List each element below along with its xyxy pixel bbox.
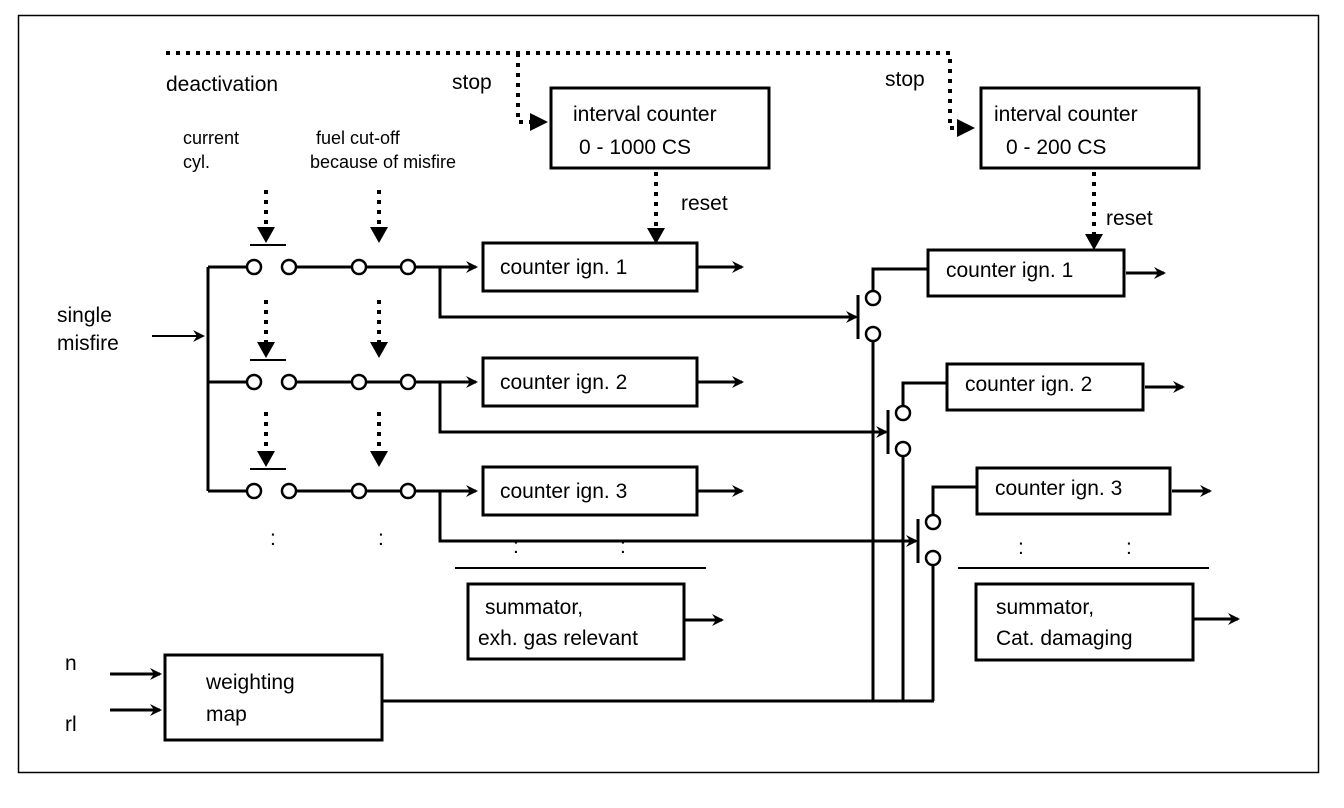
summator-title: summator, xyxy=(485,596,583,619)
counter-box xyxy=(481,241,699,293)
control-arrow-icon xyxy=(257,342,275,358)
interval-counter-title: interval counter xyxy=(994,103,1138,126)
reset-label-2: reset xyxy=(1106,207,1153,230)
control-arrow-icon xyxy=(370,227,388,243)
arrow-head-icon xyxy=(957,119,975,137)
switch-contact xyxy=(245,258,263,276)
switch-contact xyxy=(924,549,942,567)
ellipsis: : xyxy=(620,535,626,558)
counter-label: counter ign. 3 xyxy=(500,480,627,503)
single-misfire-label: single xyxy=(57,304,112,327)
weighting-map: weighting map xyxy=(163,653,384,742)
deactivation-line xyxy=(166,51,975,137)
stop-label-2: stop xyxy=(885,68,925,91)
counter-label: counter ign. 1 xyxy=(500,256,627,279)
branch-line xyxy=(438,491,918,547)
cylinder-row-2: counter ign. 2 counter ign. 2 xyxy=(208,300,1185,701)
switch-contact xyxy=(245,373,263,391)
counter-box xyxy=(481,465,699,517)
switch-contact xyxy=(894,440,912,458)
ellipsis: : xyxy=(378,527,384,550)
counter-label: counter ign. 2 xyxy=(965,373,1092,396)
counter-label: counter ign. 2 xyxy=(500,371,627,394)
counter-label: counter ign. 3 xyxy=(995,477,1122,500)
current-cyl-label: cyl. xyxy=(183,152,210,172)
switch-contact xyxy=(245,482,263,500)
fuel-cutoff-label: because of misfire xyxy=(310,152,456,172)
fuel-cutoff-label: fuel cut-off xyxy=(316,128,401,148)
switch-contact xyxy=(399,373,417,391)
switch-contact xyxy=(350,482,368,500)
summator-title: exh. gas relevant xyxy=(478,627,638,650)
switch-output-line xyxy=(901,381,947,406)
counter-box xyxy=(945,362,1145,412)
switch-contact xyxy=(399,258,417,276)
input-rl-label: rl xyxy=(65,713,77,736)
summator-cat-damaging: summator, Cat. damaging xyxy=(974,582,1195,662)
switch-contact xyxy=(280,482,298,500)
branch-line xyxy=(438,382,888,438)
diagram-frame xyxy=(17,14,1320,774)
single-misfire-label: misfire xyxy=(57,332,119,355)
counter-box xyxy=(975,466,1172,516)
input-n-label: n xyxy=(65,652,77,675)
branch-line xyxy=(438,267,858,323)
switch-contact xyxy=(894,404,912,422)
switch-contact xyxy=(350,373,368,391)
switch-contact xyxy=(280,373,298,391)
switch-contact xyxy=(399,482,417,500)
control-arrow-icon xyxy=(370,451,388,467)
reset-label-1: reset xyxy=(681,192,728,215)
current-cyl-label: current xyxy=(183,128,239,148)
switch-output-line xyxy=(931,485,977,515)
summator-exhaust-gas: summator, exh. gas relevant xyxy=(466,582,686,661)
ellipsis: : xyxy=(270,527,276,550)
interval-counter-range: 0 - 200 CS xyxy=(1006,136,1106,159)
control-arrow-icon xyxy=(257,227,275,243)
summator-title: Cat. damaging xyxy=(996,627,1133,650)
reset-arrow-icon xyxy=(647,228,665,244)
ellipsis: : xyxy=(513,535,519,558)
control-arrow-icon xyxy=(257,451,275,467)
interval-counter-1000: interval counter 0 - 1000 CS xyxy=(549,86,771,170)
switch-output-line xyxy=(871,267,928,291)
switch-contact xyxy=(864,325,882,343)
counter-label: counter ign. 1 xyxy=(946,259,1073,282)
switch-contact xyxy=(350,258,368,276)
ellipsis: : xyxy=(1126,536,1132,559)
interval-counter-range: 0 - 1000 CS xyxy=(579,136,691,159)
counter-box xyxy=(481,356,699,408)
cylinder-row-1: counter ign. 1 counter ign. 1 xyxy=(208,190,1166,701)
weighting-map-title: map xyxy=(206,703,247,726)
switch-contact xyxy=(924,513,942,531)
switch-contact xyxy=(280,258,298,276)
deactivation-label: deactivation xyxy=(166,73,278,96)
interval-counter-title: interval counter xyxy=(573,103,717,126)
control-arrow-icon xyxy=(370,342,388,358)
cylinder-row-3: counter ign. 3 counter ign. 3 xyxy=(208,412,1212,701)
arrow-head-icon xyxy=(530,113,548,131)
reset-arrow-icon xyxy=(1085,234,1103,250)
summator-title: summator, xyxy=(996,596,1094,619)
weighting-map-title: weighting xyxy=(205,671,295,694)
ellipsis: : xyxy=(1018,536,1024,559)
switch-contact xyxy=(864,289,882,307)
stop-label-1: stop xyxy=(452,71,492,94)
interval-counter-200: interval counter 0 - 200 CS xyxy=(979,86,1201,170)
counter-box xyxy=(926,248,1126,298)
